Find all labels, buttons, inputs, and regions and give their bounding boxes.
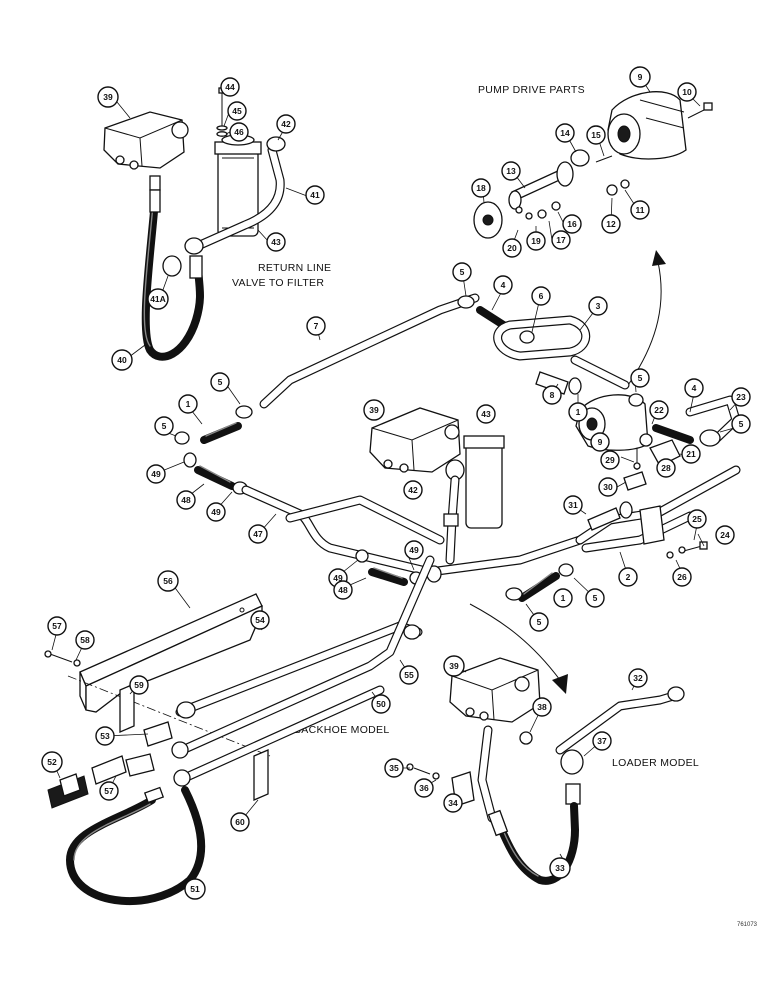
callout-19: 19 bbox=[531, 236, 541, 246]
callout-26: 26 bbox=[677, 572, 687, 582]
callout-43-center: 43 bbox=[481, 409, 491, 419]
callout-4-a: 4 bbox=[501, 280, 506, 290]
callout-42-center: 42 bbox=[408, 485, 418, 495]
callout-38: 38 bbox=[537, 702, 547, 712]
callout-53: 53 bbox=[100, 731, 110, 741]
callout-60: 60 bbox=[235, 817, 245, 827]
callout-57-a: 57 bbox=[52, 621, 62, 631]
callout-49-c: 49 bbox=[333, 573, 343, 583]
center-valve-filter bbox=[369, 407, 505, 565]
callout-3: 7 bbox=[314, 321, 319, 331]
callout-18: 18 bbox=[476, 183, 486, 193]
backhoe-model-label: BACKHOE MODEL bbox=[294, 724, 390, 736]
callout-8: 1 bbox=[576, 407, 581, 417]
callout-41a: 41A bbox=[150, 294, 166, 304]
loader-model-assembly bbox=[406, 657, 685, 885]
callout-5-f: 5 bbox=[162, 421, 167, 431]
callout-17: 17 bbox=[556, 235, 566, 245]
callout-20: 20 bbox=[507, 243, 517, 253]
callout-48-b: 48 bbox=[338, 585, 348, 595]
callout-12: 12 bbox=[606, 219, 616, 229]
callout-11: 11 bbox=[636, 205, 645, 215]
callout-7: 8 bbox=[550, 390, 555, 400]
callout-50: 50 bbox=[376, 699, 386, 709]
pump-drive-parts bbox=[473, 91, 713, 239]
callout-39-loader: 39 bbox=[449, 661, 459, 671]
callout-46: 46 bbox=[234, 127, 244, 137]
callout-1-a: 1 bbox=[186, 399, 191, 409]
callout-5-b: 6 bbox=[539, 291, 544, 301]
callout-21: 21 bbox=[686, 449, 696, 459]
callout-52: 52 bbox=[47, 757, 57, 767]
callout-5-a: 5 bbox=[460, 267, 465, 277]
callout-33: 33 bbox=[555, 863, 565, 873]
callout-9-top: 9 bbox=[638, 72, 643, 82]
callout-49-a: 49 bbox=[151, 469, 161, 479]
callout-40: 40 bbox=[117, 355, 127, 365]
callout-30: 30 bbox=[603, 482, 613, 492]
callout-14: 14 bbox=[560, 128, 570, 138]
callout-58: 58 bbox=[80, 635, 90, 645]
callout-24: 24 bbox=[720, 530, 730, 540]
callout-22: 22 bbox=[654, 405, 664, 415]
callout-25: 25 bbox=[692, 514, 702, 524]
callout-4-b: 4 bbox=[692, 383, 697, 393]
callout-47: 47 bbox=[253, 529, 263, 539]
callout-59: 59 bbox=[134, 680, 144, 690]
callout-31: 31 bbox=[568, 500, 578, 510]
callout-23: 23 bbox=[736, 392, 746, 402]
callout-56: 56 bbox=[163, 576, 173, 586]
callout-1-b: 1 bbox=[561, 593, 566, 603]
figure-number: 761073 bbox=[737, 922, 758, 928]
callout-5-e: 5 bbox=[218, 377, 223, 387]
callout-28: 28 bbox=[661, 463, 671, 473]
callout-5-g: 5 bbox=[537, 617, 542, 627]
callout-35: 35 bbox=[389, 763, 399, 773]
left-fittings bbox=[174, 405, 253, 495]
callout-32: 32 bbox=[633, 673, 643, 683]
pump-drive-parts-label: PUMP DRIVE PARTS bbox=[478, 84, 585, 96]
return-line-assembly bbox=[103, 87, 286, 361]
callouts: 39 44 45 46 42 41 43 41A 40 9 10 14 15 1… bbox=[41, 66, 751, 900]
callout-37: 37 bbox=[597, 736, 607, 746]
callout-48-a: 48 bbox=[181, 495, 191, 505]
callout-39-center: 39 bbox=[369, 405, 379, 415]
callout-34: 34 bbox=[448, 798, 458, 808]
callout-29: 29 bbox=[605, 455, 615, 465]
callout-57-b: 57 bbox=[104, 786, 114, 796]
callout-15: 15 bbox=[591, 130, 601, 140]
loader-model-label: LOADER MODEL bbox=[612, 757, 699, 769]
valve-to-filter-label: VALVE TO FILTER bbox=[232, 277, 324, 289]
long-tubes bbox=[241, 465, 741, 602]
callout-49-d: 49 bbox=[409, 545, 419, 555]
callout-45: 45 bbox=[232, 106, 242, 116]
callout-13: 13 bbox=[506, 166, 516, 176]
callout-6: 3 bbox=[596, 301, 601, 311]
callout-55: 55 bbox=[404, 670, 414, 680]
callout-43-top: 43 bbox=[271, 237, 281, 247]
callout-51: 51 bbox=[190, 884, 200, 894]
backhoe-model-assembly bbox=[44, 555, 435, 905]
callout-42-top: 42 bbox=[281, 119, 291, 129]
callout-5-d: 5 bbox=[739, 419, 744, 429]
callout-5-h: 5 bbox=[593, 593, 598, 603]
callout-41: 41 bbox=[310, 190, 320, 200]
callout-36: 36 bbox=[419, 783, 429, 793]
callout-49-b: 49 bbox=[211, 507, 221, 517]
callout-54: 54 bbox=[255, 615, 265, 625]
callout-39-top: 39 bbox=[103, 92, 113, 102]
callout-2: 2 bbox=[626, 572, 631, 582]
callout-16: 16 bbox=[567, 219, 577, 229]
callout-10: 10 bbox=[682, 87, 692, 97]
callout-9-b: 9 bbox=[598, 437, 603, 447]
callout-44: 44 bbox=[225, 82, 235, 92]
callout-5-c: 5 bbox=[638, 373, 643, 383]
return-line-label: RETURN LINE bbox=[258, 262, 331, 274]
